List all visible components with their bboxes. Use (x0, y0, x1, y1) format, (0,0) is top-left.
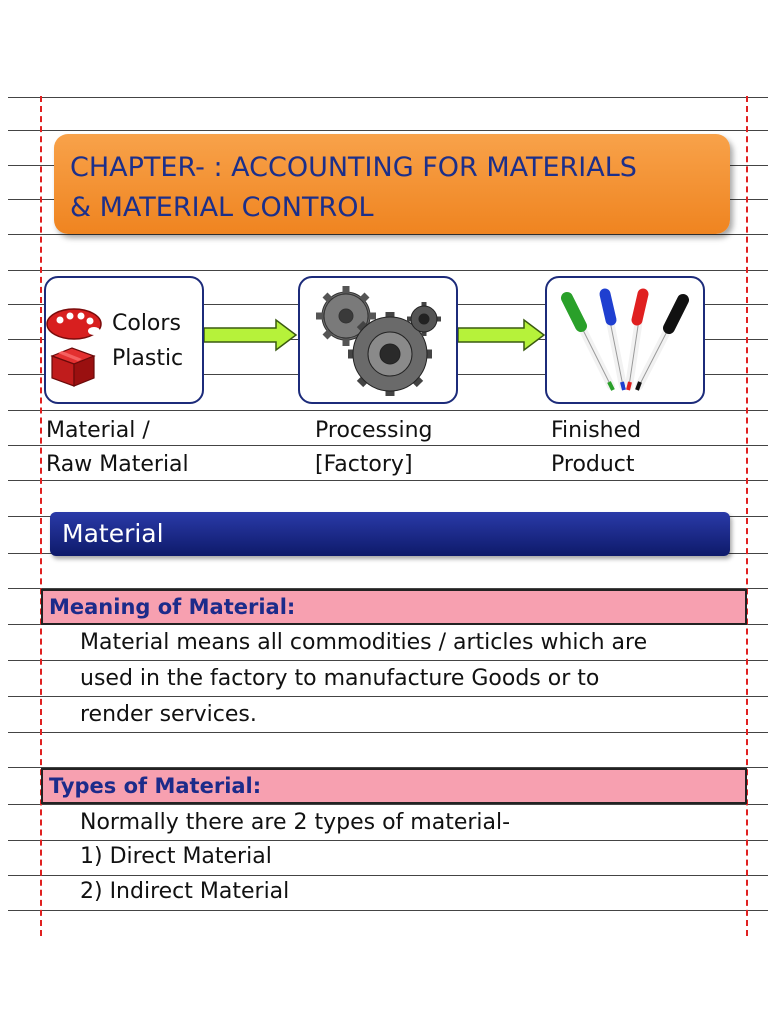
meaning-heading-bar: Meaning of Material: (41, 589, 747, 625)
stage-label-processing-line1: Processing (315, 418, 433, 443)
ruled-line (8, 875, 768, 876)
ruled-line (8, 767, 768, 768)
ruled-line (8, 660, 768, 661)
chapter-title-box: CHAPTER- : ACCOUNTING FOR MATERIALS & MA… (54, 134, 730, 234)
finished-product-box (545, 276, 705, 404)
ruled-line (8, 804, 768, 805)
ruled-line (8, 270, 768, 271)
ruled-line (8, 445, 768, 446)
ruled-line (8, 130, 768, 131)
ruled-line (8, 588, 768, 589)
meaning-heading: Meaning of Material: (49, 595, 296, 619)
ruled-line (8, 910, 768, 911)
types-heading: Types of Material: (49, 774, 262, 798)
arrow-right-icon (458, 318, 546, 352)
ruled-line (8, 410, 768, 411)
right-margin-line (746, 96, 748, 936)
markers-icon (561, 288, 689, 391)
meaning-text-line: used in the factory to manufacture Goods… (80, 666, 600, 691)
ruled-line (8, 732, 768, 733)
section-header-material: Material (50, 512, 730, 556)
ruled-line (8, 840, 768, 841)
types-text-line: Normally there are 2 types of material- (80, 810, 511, 835)
ruled-line (8, 480, 768, 481)
chapter-title-line2: & MATERIAL CONTROL (70, 192, 374, 223)
input-item-colors: Colors (112, 311, 181, 336)
stage-label-product-line1: Finished (551, 418, 642, 443)
left-margin-line (40, 96, 42, 936)
meaning-text-line: Material means all commodities / article… (80, 630, 648, 655)
stage-label-material-line2: Raw Material (46, 452, 189, 477)
input-item-plastic: Plastic (112, 346, 184, 371)
arrow-right-icon (204, 318, 298, 352)
stage-label-material-line1: Material / (46, 418, 150, 443)
section-heading: Material (62, 519, 164, 548)
ruled-line (8, 97, 768, 98)
box-icon (50, 347, 96, 387)
stage-label-processing-line2: [Factory] (315, 452, 413, 477)
chapter-title-line1: CHAPTER- : ACCOUNTING FOR MATERIALS (70, 152, 637, 183)
processing-box (298, 276, 458, 404)
types-list-item: 2) Indirect Material (80, 879, 290, 904)
types-heading-bar: Types of Material: (41, 768, 747, 804)
ruled-line (8, 696, 768, 697)
raw-material-box: Colors Plastic (44, 276, 204, 404)
ruled-line (8, 234, 768, 235)
stage-label-product-line2: Product (551, 452, 635, 477)
palette-icon (46, 308, 102, 340)
meaning-text-line: render services. (80, 702, 257, 727)
gears-icon (316, 286, 441, 396)
types-list-item: 1) Direct Material (80, 844, 272, 869)
